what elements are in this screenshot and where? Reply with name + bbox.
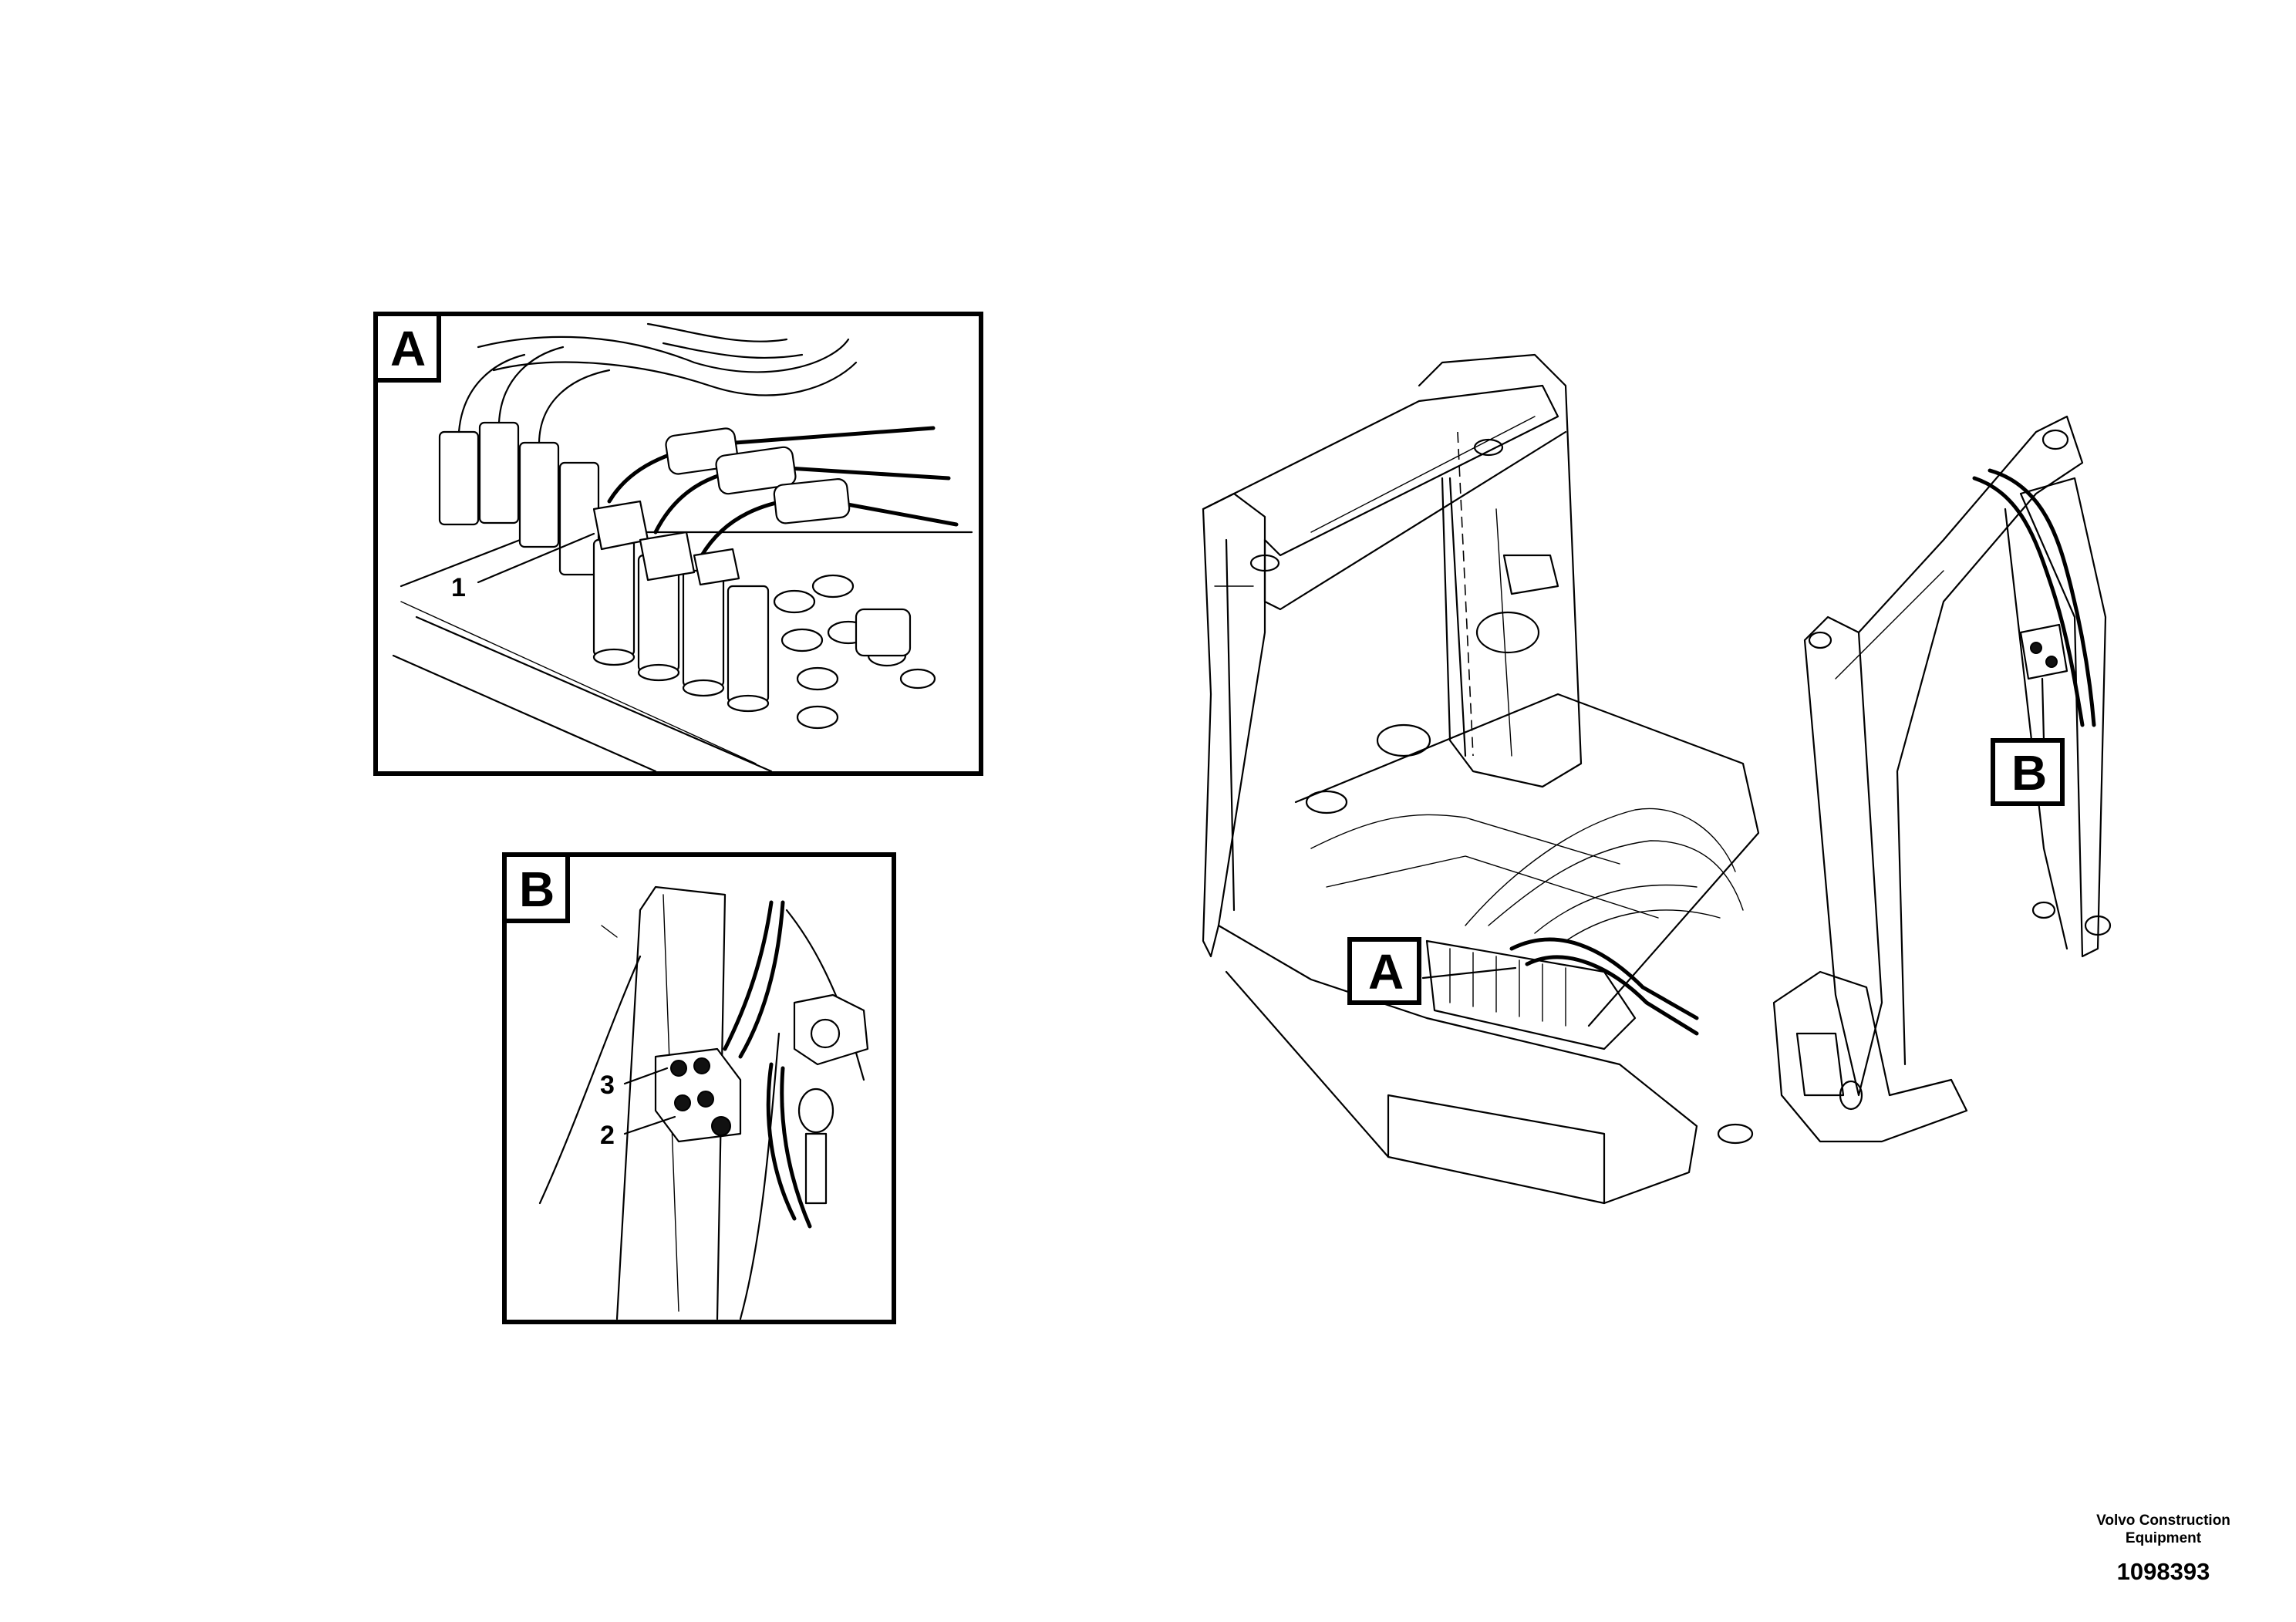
detail-b-illustration: 3 2 [538,885,869,1320]
leader-main-a [1421,966,1517,980]
main-tag-b-box [1991,738,2065,806]
main-tag-a: A [1368,944,1404,1000]
main-tag-b: B [2011,745,2047,801]
leader-item-2 [623,1115,676,1135]
valve-block [1425,808,1744,1050]
detail-a-tag: A [390,321,426,376]
callout-item-2: 2 [600,1121,615,1150]
fitting-row-front [592,538,770,713]
highlighted-hoses [592,426,959,586]
company-name-line2: Equipment [2125,1530,2202,1546]
main-tag-a-box [1347,937,1421,1005]
detail-a-panel: 1 A [373,312,983,776]
leader-item-3 [623,1067,669,1085]
detail-b-tag: B [519,862,555,917]
callout-item-1: 1 [451,573,466,602]
detail-b-panel: 3 2 B [502,852,896,1324]
main-machine-view [1202,353,2112,1205]
clamp-plate [654,1047,742,1143]
leader-item-1 [477,532,595,584]
part-number: 1098393 [2116,1558,2210,1585]
company-name-line1: Volvo Construction [2096,1512,2230,1529]
callout-item-3: 3 [600,1071,615,1100]
detail-a-tag-box [373,312,441,383]
leader-main-b [2041,677,2045,742]
fitting-row-back [438,346,611,576]
detail-a-illustration: 1 [392,322,973,771]
footer-block: Volvo Construction Equipment 1098393 [2036,1512,2291,1586]
small-fittings [773,574,936,730]
detail-b-tag-box [502,852,570,923]
